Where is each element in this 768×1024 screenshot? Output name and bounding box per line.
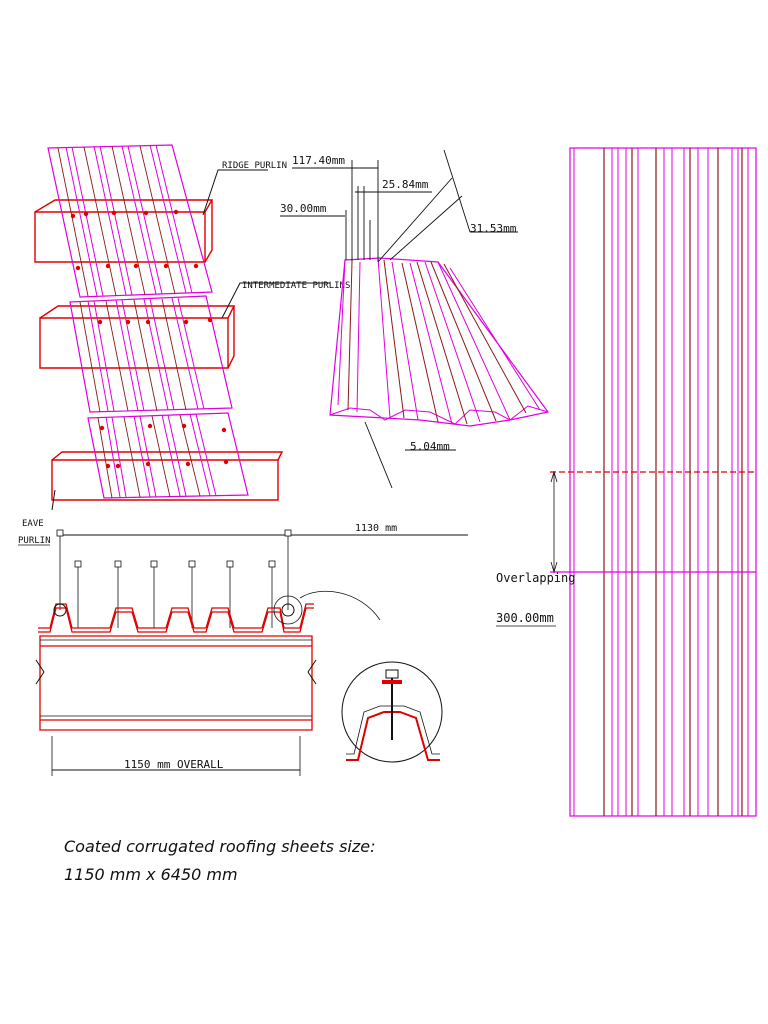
label-eave-line1: EAVE [22,519,44,529]
perspective-sheet: 117.40mm 25.84mm 30.00mm 31.53mm 5.04mm [280,149,550,489]
label-overlap-value: 300.00mm [496,611,554,625]
label-eave-line2: PURLIN [18,536,51,546]
eave-purlin [51,451,284,501]
dim-30-00: 30.00mm [280,202,327,215]
caption-line-2: 1150 mm x 6450 mm [64,865,238,884]
dim-1130: 1130 mm [355,523,397,534]
dim-31-53: 31.53mm [470,222,517,235]
sheet-panel-bottom [87,412,249,499]
dim-25-84: 25.84mm [382,178,429,191]
label-intermediate-purlins: INTERMEDIATE PURLINS [242,281,350,291]
caption-line-1: Coated corrugated roofing sheets size: [64,837,375,856]
label-overlapping: Overlapping [496,571,575,585]
isometric-roof-assembly: RIDGE PURLIN INTERMEDIATE PURLINS EAVE P… [18,144,350,546]
sheet-plan-view: Overlapping 300.00mm [496,147,757,817]
ridge-purlin [34,199,214,263]
sheet-panel-top [47,144,213,298]
dim-117-40: 117.40mm [292,154,345,167]
sheet-panel-middle [69,295,233,413]
label-ridge-purlin: RIDGE PURLIN [222,161,287,171]
section-view: 1130 mm [35,523,468,776]
dim-5-04: 5.04mm [410,440,450,453]
dim-1150-overall: 1150 mm OVERALL [124,758,224,771]
fastener-detail [299,590,443,763]
